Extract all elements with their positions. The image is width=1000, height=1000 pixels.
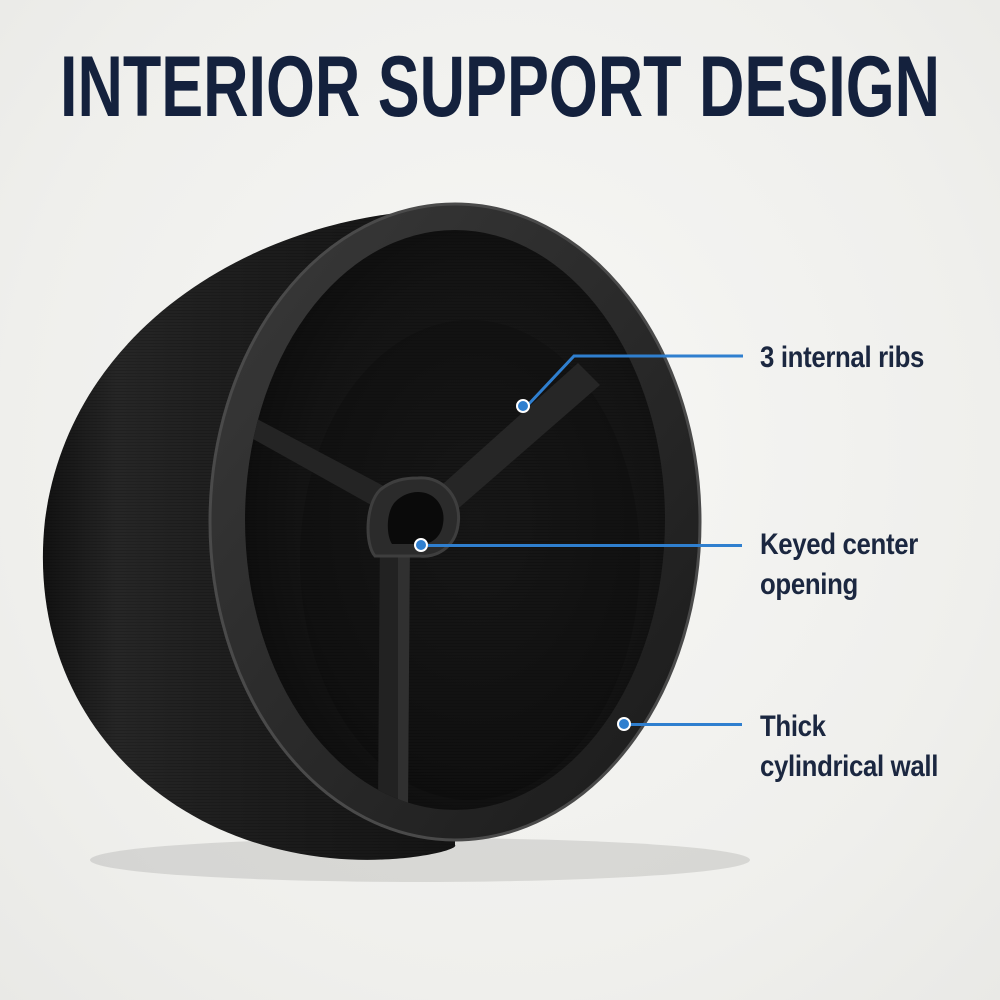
callout-2-line-1: Keyed center	[760, 528, 918, 561]
callout-3-label: Thick cylindrical wall	[760, 707, 938, 787]
keyed-center-hole	[387, 492, 444, 545]
cavity-detail	[245, 230, 665, 810]
callout-2-dot	[414, 538, 428, 552]
ground-shadow	[90, 838, 750, 882]
rib-upper	[425, 363, 600, 520]
callout-1-line-1: 3 internal ribs	[760, 341, 925, 374]
headline: INTERIOR SUPPORT DESIGN	[60, 39, 940, 135]
callout-1-connector	[525, 354, 743, 408]
callout-3-dot	[617, 717, 631, 731]
callout-2-label: Keyed center opening	[760, 525, 918, 605]
callout-3-line	[630, 723, 742, 726]
headline-text: INTERIOR SUPPORT DESIGN	[60, 39, 940, 135]
callout-3-line-2: cylindrical wall	[760, 750, 939, 783]
callout-3-line-1: Thick	[760, 710, 826, 743]
callout-1-label: 3 internal ribs	[760, 338, 924, 378]
rim-edge-highlight	[208, 202, 702, 842]
callout-2-line	[428, 544, 742, 547]
rib-left	[245, 410, 410, 520]
callout-2-line-2: opening	[760, 568, 858, 601]
callout-1-dot	[516, 399, 530, 413]
